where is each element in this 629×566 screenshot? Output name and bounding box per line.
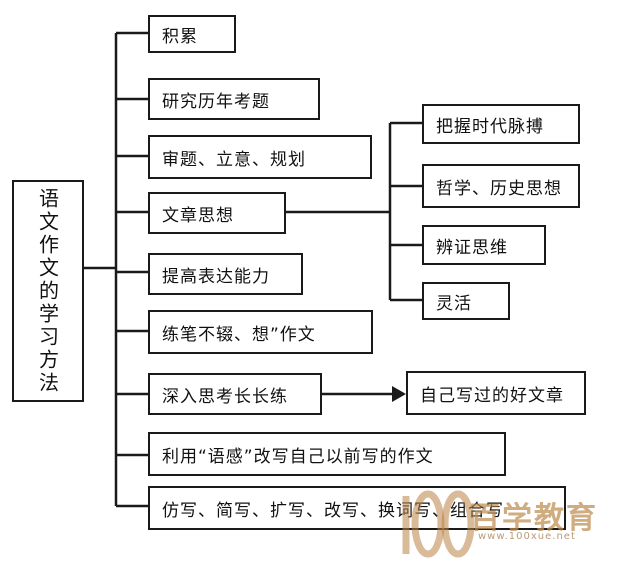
method-label: 积累: [162, 26, 198, 47]
method-label: 练笔不辍、想”作文: [162, 324, 316, 345]
method-node-expression: 提高表达能力: [148, 253, 303, 295]
watermark-url: www.100xue.net: [478, 531, 576, 542]
thought-node-philosophy: 哲学、历史思想: [422, 164, 580, 208]
thought-label: 灵活: [436, 293, 472, 314]
thought-node-times: 把握时代脉搏: [422, 104, 580, 144]
method-node-language-sense: 利用“语感”改写自己以前写的作文: [148, 432, 506, 476]
method-label: 提高表达能力: [162, 266, 270, 287]
root-label: 语文作文的学习方法: [35, 187, 60, 395]
method-node-deep-thinking: 深入思考长长练: [148, 373, 322, 415]
result-label: 自己写过的好文章: [420, 385, 564, 406]
method-label: 审题、立意、规划: [162, 149, 306, 170]
method-label: 研究历年考题: [162, 91, 270, 112]
thought-node-dialectic: 辨证思维: [422, 225, 546, 265]
arrow-head: [392, 386, 406, 402]
method-label: 深入思考长长练: [162, 386, 288, 407]
thought-label: 把握时代脉搏: [436, 116, 544, 137]
watermark-logo: 100: [394, 487, 475, 558]
thought-node-flexible: 灵活: [422, 282, 510, 320]
root-node: 语文作文的学习方法: [12, 180, 84, 402]
method-node-accumulate: 积累: [148, 15, 236, 53]
watermark-logo-text: 100: [394, 487, 396, 489]
method-node-practice: 练笔不辍、想”作文: [148, 310, 373, 354]
method-node-past-exams: 研究历年考题: [148, 78, 320, 120]
thought-label: 辨证思维: [436, 237, 508, 258]
method-label: 利用“语感”改写自己以前写的作文: [162, 446, 434, 467]
watermark-brand: 百学教育: [470, 501, 598, 536]
method-node-topic-review: 审题、立意、规划: [148, 135, 372, 179]
thought-label: 哲学、历史思想: [436, 178, 562, 199]
result-node-good-articles: 自己写过的好文章: [406, 371, 586, 415]
method-node-article-thought: 文章思想: [148, 192, 286, 234]
method-label: 文章思想: [162, 205, 234, 226]
